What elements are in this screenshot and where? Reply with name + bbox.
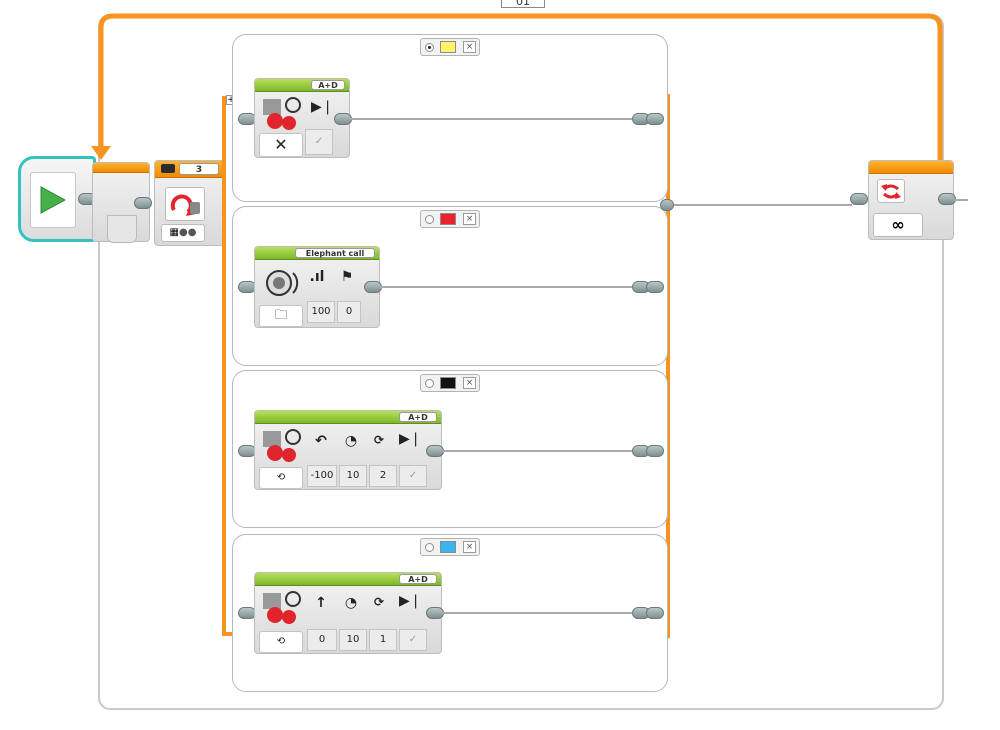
brake-icon: ▶❘ xyxy=(399,431,422,447)
case-select-radio[interactable] xyxy=(425,43,434,52)
loop-mode-button[interactable] xyxy=(877,179,905,203)
open-file-button[interactable]: 🗀 xyxy=(259,305,303,327)
power-input[interactable]: 10 xyxy=(339,465,367,487)
brake-mode-button[interactable]: ✕ xyxy=(259,133,303,157)
ruler-icon: ▦ xyxy=(169,227,179,238)
sequence-wire xyxy=(674,204,852,206)
case-color-swatch[interactable] xyxy=(440,213,456,225)
volume-icon: .ıl xyxy=(309,269,325,285)
rotations-icon: ⟳ xyxy=(373,595,385,609)
sequence-wire xyxy=(442,450,632,452)
motor-ports[interactable]: A+D xyxy=(311,80,345,90)
switch-exit-plug[interactable] xyxy=(660,199,674,211)
sequence-wire-out xyxy=(954,199,968,201)
volume-input[interactable]: 100 xyxy=(307,301,335,323)
port-icon xyxy=(161,164,175,173)
loop-header xyxy=(93,163,149,173)
case-select-radio[interactable] xyxy=(425,379,434,388)
steering-motor-icon xyxy=(263,429,301,462)
loop-stem xyxy=(107,215,137,243)
rotations-mode-icon: ⟲ xyxy=(276,636,286,647)
case-select-radio[interactable] xyxy=(425,543,434,552)
rotations-icon: ⟳ xyxy=(373,433,385,447)
sequence-wire xyxy=(380,286,632,288)
sensor-dots-icon: ●● xyxy=(179,227,197,238)
remove-case-button[interactable]: × xyxy=(463,41,476,53)
start-block[interactable] xyxy=(18,156,96,242)
steering-input[interactable]: -100 xyxy=(307,465,337,487)
sequence-plug[interactable] xyxy=(646,281,664,293)
power-input[interactable]: 10 xyxy=(339,629,367,651)
play-icon xyxy=(40,186,67,214)
case-color-swatch[interactable] xyxy=(440,377,456,389)
loop-name-label[interactable]: 01 xyxy=(501,0,545,8)
case-color-swatch[interactable] xyxy=(440,41,456,53)
switch-color-icon xyxy=(170,194,200,216)
motor-ports[interactable]: A+D xyxy=(399,412,437,422)
case-color-swatch[interactable] xyxy=(440,541,456,553)
loop-arrows-icon xyxy=(881,184,901,199)
power-gauge-icon: ◔ xyxy=(344,595,358,611)
sequence-plug[interactable] xyxy=(646,113,664,125)
switch-right-bar xyxy=(666,94,670,638)
sequence-plug[interactable] xyxy=(646,607,664,619)
steering-motor-icon xyxy=(263,591,301,624)
switch-port[interactable]: 3 xyxy=(179,163,219,175)
case-tab-yellow[interactable]: × xyxy=(420,38,480,56)
mode-selector[interactable]: ▦●● xyxy=(161,224,205,242)
brake-checkbox[interactable]: ✓ xyxy=(305,129,333,155)
steering-icon: ↶ xyxy=(315,433,327,449)
sound-file-name[interactable]: Elephant call xyxy=(295,248,375,258)
remove-case-button[interactable]: × xyxy=(463,213,476,225)
play-type-input[interactable]: 0 xyxy=(337,301,361,323)
rotations-mode-button[interactable]: ⟲ xyxy=(259,631,303,653)
rotations-mode-button[interactable]: ⟲ xyxy=(259,467,303,489)
speaker-icon xyxy=(266,270,299,296)
steering-motor-icon xyxy=(263,97,301,130)
sequence-wire xyxy=(350,118,632,120)
switch-left-bar-foot xyxy=(222,632,236,636)
rotations-mode-icon: ⟲ xyxy=(276,472,286,483)
loop-end-header xyxy=(869,161,953,174)
motor-ports[interactable]: A+D xyxy=(399,574,437,584)
sequence-wire xyxy=(442,612,632,614)
block-header xyxy=(255,573,441,586)
move-steering-rotations-block[interactable]: A+D ↶ ◔ ⟳ ▶❘ ⟲ -100 10 2 ✓ xyxy=(254,410,442,490)
case-tab-black[interactable]: × xyxy=(420,374,480,392)
case-tab-blue[interactable]: × xyxy=(420,538,480,556)
move-steering-forward-block[interactable]: A+D ↑ ◔ ⟳ ▶❘ ⟲ 0 10 1 ✓ xyxy=(254,572,442,654)
switch-block[interactable]: 3 ▦●● xyxy=(154,160,226,246)
finish-flag-icon: ⚑ xyxy=(340,269,354,285)
straight-arrow-icon: ↑ xyxy=(315,595,327,611)
case-tab-red[interactable]: × xyxy=(420,210,480,228)
play-button[interactable] xyxy=(30,172,76,228)
remove-case-button[interactable]: × xyxy=(463,541,476,553)
steering-input[interactable]: 0 xyxy=(307,629,337,651)
switch-left-bar xyxy=(222,96,226,636)
sequence-plug[interactable] xyxy=(134,197,152,209)
block-header xyxy=(255,411,441,424)
sound-block[interactable]: Elephant call .ıl ⚑ 🗀 100 0 xyxy=(254,246,380,328)
rotations-input[interactable]: 1 xyxy=(369,629,397,651)
loop-count-input[interactable]: ∞ xyxy=(873,213,923,237)
brake-checkbox[interactable]: ✓ xyxy=(399,465,427,487)
brake-checkbox[interactable]: ✓ xyxy=(399,629,427,651)
sequence-plug[interactable] xyxy=(646,445,664,457)
brake-icon: ▶❘ xyxy=(399,593,422,609)
folder-icon: 🗀 xyxy=(274,308,288,323)
remove-case-button[interactable]: × xyxy=(463,377,476,389)
case-select-radio[interactable] xyxy=(425,215,434,224)
rotations-input[interactable]: 2 xyxy=(369,465,397,487)
sequence-plug[interactable] xyxy=(850,193,868,205)
power-gauge-icon: ◔ xyxy=(344,433,358,449)
stop-icon: ▶❘ xyxy=(311,99,334,115)
color-sensor-mode-button[interactable] xyxy=(165,187,205,221)
